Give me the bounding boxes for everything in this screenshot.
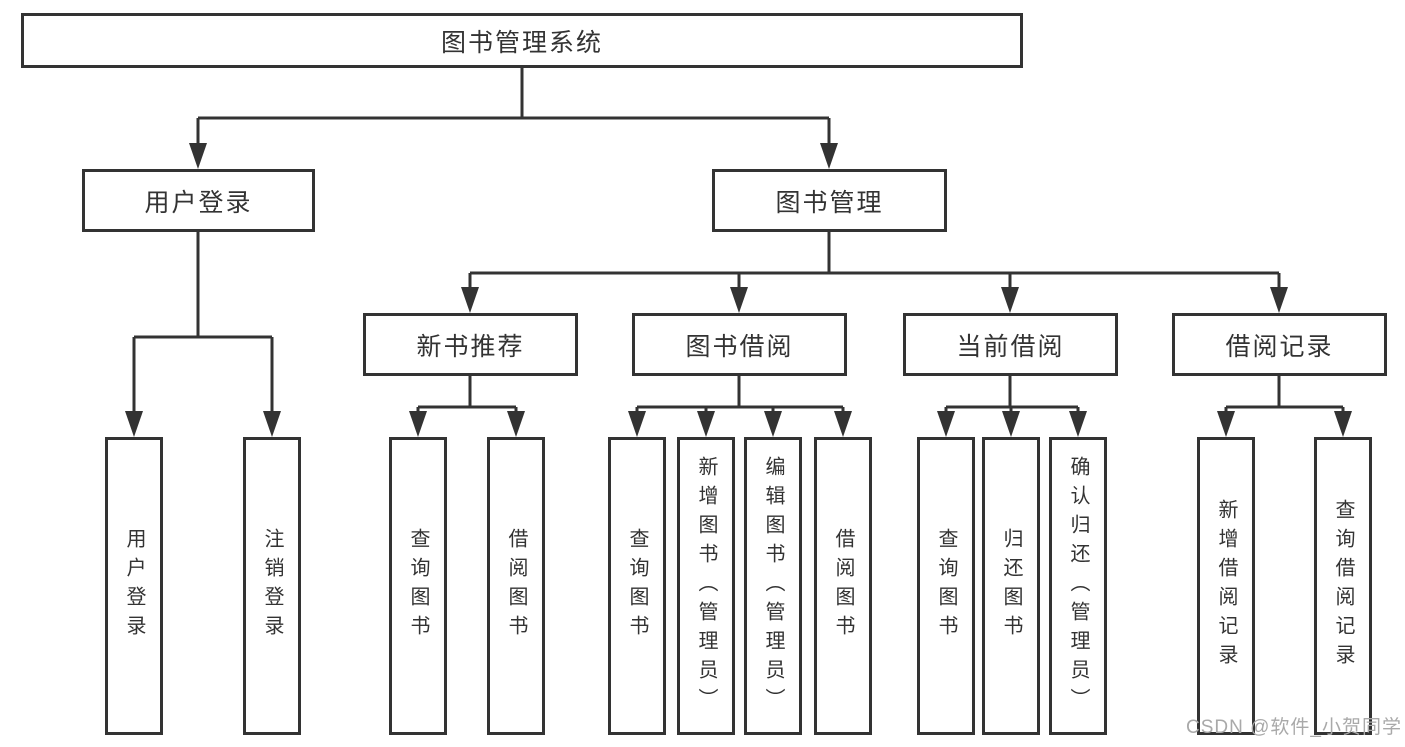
leaf-label: 注销登录	[261, 528, 283, 644]
leaf-add-book-admin: 新增图书（管理员）	[677, 437, 735, 735]
arrowhead	[409, 411, 427, 437]
leaf-label: 借阅图书	[505, 528, 527, 644]
arrowhead	[764, 411, 782, 437]
arrowhead	[1334, 411, 1352, 437]
leaf-borrow-books: 借阅图书	[814, 437, 872, 735]
arrowhead	[461, 287, 479, 313]
leaf-confirm-return-admin: 确认归还（管理员）	[1049, 437, 1107, 735]
leaf-user-login: 用户登录	[105, 437, 163, 735]
leaf-label: 编辑图书（管理员）	[762, 455, 784, 717]
leaf-label: 新增图书（管理员）	[695, 455, 717, 717]
leaf-label: 借阅图书	[832, 528, 854, 644]
arrowhead	[1217, 411, 1235, 437]
node-borrow-records: 借阅记录	[1172, 313, 1387, 376]
arrowheads-new-book-recommend	[409, 411, 525, 437]
csdn-watermark: CSDN @软件_小贺同学	[1186, 717, 1402, 738]
connector-book-management-children	[468, 232, 1281, 290]
node-user-login: 用户登录	[82, 169, 315, 232]
leaf-label: 用户登录	[123, 528, 145, 644]
arrowhead	[730, 287, 748, 313]
leaf-add-borrow-record: 新增借阅记录	[1197, 437, 1255, 735]
arrowhead	[628, 411, 646, 437]
leaf-query-books-recommend: 查询图书	[389, 437, 447, 735]
arrowheads-borrow-records	[1217, 411, 1352, 437]
arrowhead	[1001, 287, 1019, 313]
arrowhead	[125, 411, 143, 437]
arrowhead	[189, 143, 207, 169]
connector-borrow-records-children	[1224, 376, 1345, 414]
leaf-label: 查询借阅记录	[1332, 499, 1354, 673]
arrowheads-current-borrow	[937, 411, 1087, 437]
leaf-label: 确认归还（管理员）	[1067, 455, 1089, 717]
leaf-label: 归还图书	[1000, 528, 1022, 644]
leaf-label: 新增借阅记录	[1215, 499, 1237, 673]
connector-book-borrow-children	[635, 376, 845, 414]
arrowhead	[1002, 411, 1020, 437]
node-new-book-recommend: 新书推荐	[363, 313, 578, 376]
leaf-label: 查询图书	[407, 528, 429, 644]
connector-current-borrow-children	[944, 376, 1080, 414]
arrowhead	[820, 143, 838, 169]
leaf-edit-book-admin: 编辑图书（管理员）	[744, 437, 802, 735]
leaf-logout: 注销登录	[243, 437, 301, 735]
arrowhead	[834, 411, 852, 437]
leaf-query-books-current: 查询图书	[917, 437, 975, 735]
node-current-borrow: 当前借阅	[903, 313, 1118, 376]
arrowheads-user-login	[125, 411, 281, 437]
connector-new-book-recommend-children	[416, 376, 518, 414]
leaf-borrow-books-recommend: 借阅图书	[487, 437, 545, 735]
arrowhead	[697, 411, 715, 437]
arrowhead	[1069, 411, 1087, 437]
connector-user-login-children	[132, 232, 274, 414]
arrowhead	[1270, 287, 1288, 313]
arrowheads-level3	[461, 287, 1288, 313]
leaf-return-book: 归还图书	[982, 437, 1040, 735]
arrowhead	[507, 411, 525, 437]
node-root: 图书管理系统	[21, 13, 1023, 68]
node-book-borrow: 图书借阅	[632, 313, 847, 376]
leaf-query-borrow-record: 查询借阅记录	[1314, 437, 1372, 735]
node-book-management: 图书管理	[712, 169, 947, 232]
connector-root-to-level2	[196, 68, 831, 146]
arrowhead	[263, 411, 281, 437]
arrowhead	[937, 411, 955, 437]
leaf-label: 查询图书	[626, 528, 648, 644]
leaf-query-books-borrow: 查询图书	[608, 437, 666, 735]
arrowheads-book-borrow	[628, 411, 852, 437]
arrowheads-level2	[189, 143, 838, 169]
leaf-label: 查询图书	[935, 528, 957, 644]
